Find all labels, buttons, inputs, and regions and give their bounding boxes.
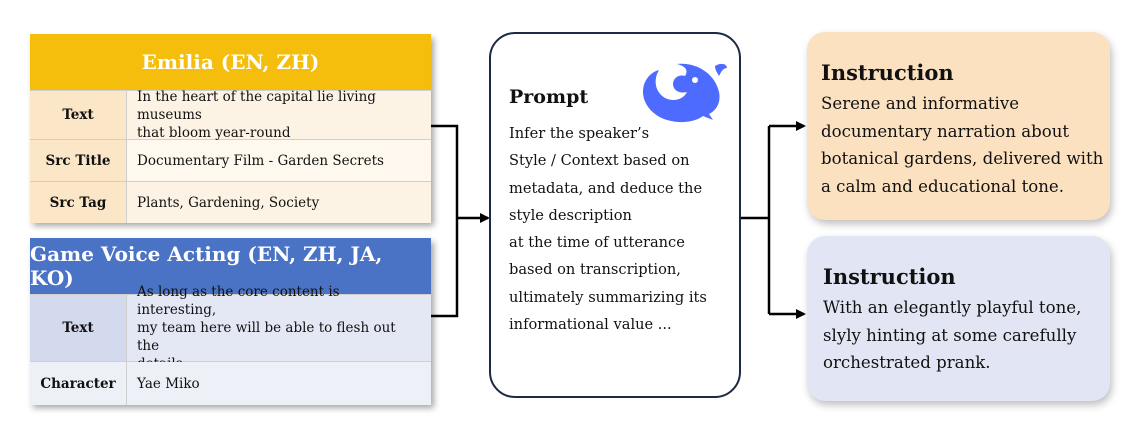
emilia-card: Emilia (EN, ZH) Text In the heart of the… (30, 34, 431, 223)
prompt-line: metadata, and deduce the (509, 179, 703, 197)
prompt-title: Prompt (509, 86, 589, 108)
prompt-line: Style / Context based on (509, 152, 690, 170)
instruction-text: With an elegantly playful tone, slyly hi… (823, 294, 1108, 377)
row-key: Text (30, 295, 127, 361)
prompt-line: Infer the speaker’s (509, 125, 650, 142)
instruction-line: botanical gardens, delivered with (821, 149, 1104, 168)
game-card-title: Game Voice Acting (EN, ZH, JA, KO) (30, 238, 431, 294)
prompt-text: Infer the speaker’s Style / Context base… (509, 120, 731, 338)
instruction-text: Serene and informative documentary narra… (821, 90, 1106, 200)
instruction-line: a calm and educational tone. (821, 176, 1065, 196)
instruction-line: Serene and informative (821, 94, 1020, 113)
emilia-row-src-title: Src Title Documentary Film - Garden Secr… (30, 139, 431, 181)
game-voice-card: Game Voice Acting (EN, ZH, JA, KO) Text … (30, 238, 431, 405)
row-value: Yae Miko (127, 362, 431, 405)
row-value: Plants, Gardening, Society (137, 194, 320, 211)
instruction-box-2: Instruction With an elegantly playful to… (807, 236, 1110, 401)
prompt-line: at the time of utterance (509, 234, 685, 252)
instruction-line: With an elegantly playful tone, (823, 298, 1082, 317)
connector-emilia (431, 124, 459, 318)
emilia-card-title: Emilia (EN, ZH) (30, 34, 431, 90)
row-key: Src Title (30, 140, 127, 181)
row-value: As long as the core content is interesti… (127, 284, 431, 372)
emilia-row-text: Text In the heart of the capital lie liv… (30, 89, 431, 141)
prompt-line: based on transcription, (509, 261, 681, 279)
row-value-line: that bloom year-round (137, 125, 291, 141)
instruction-title: Instruction (821, 60, 954, 85)
instruction-line: documentary narration about (821, 121, 1070, 141)
row-value-line: As long as the core content is interesti… (137, 284, 340, 318)
game-row-character: Character Yae Miko (30, 361, 431, 405)
prompt-line: informational value ... (509, 316, 672, 334)
game-row-text: Text As long as the core content is inte… (30, 284, 431, 372)
instruction-line: orchestrated prank. (823, 353, 991, 372)
row-key: Text (30, 91, 127, 139)
prompt-line: style description (509, 206, 632, 224)
whale-icon (643, 63, 727, 123)
emilia-row-src-tag: Src Tag Plants, Gardening, Society (30, 181, 431, 223)
prompt-box: Prompt Infer the speaker’s Style / Conte… (489, 32, 741, 398)
prompt-line: ultimately summarizing its (509, 288, 707, 306)
row-key: Character (30, 362, 127, 405)
instruction-title: Instruction (823, 264, 956, 289)
instruction-box-1: Instruction Serene and informative docum… (807, 32, 1110, 220)
row-value: In the heart of the capital lie living m… (127, 89, 431, 141)
instruction-line: slyly hinting at some carefully (823, 325, 1077, 345)
row-value-line: my team here will be able to flesh out t… (137, 320, 396, 354)
row-key: Src Tag (30, 182, 127, 223)
row-value: Documentary Film - Garden Secrets (127, 140, 431, 181)
row-value-line: In the heart of the capital lie living m… (137, 89, 376, 123)
